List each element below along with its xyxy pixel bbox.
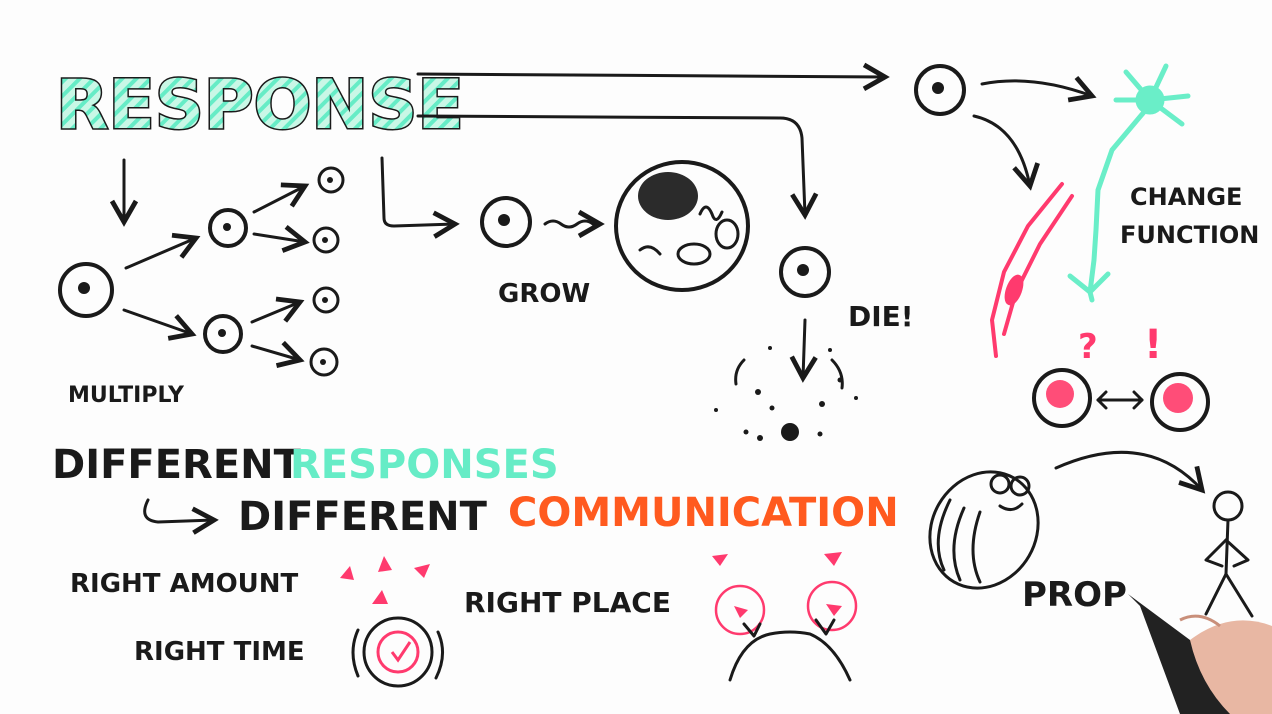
label-change: CHANGE: [1130, 183, 1242, 211]
label-multiply: MULTIPLY: [68, 383, 185, 408]
title-response: RESPONSE: [56, 66, 464, 145]
label-right-place: RIGHT PLACE: [464, 586, 671, 619]
change-function-diagram: [914, 63, 1191, 358]
label-right-amount: RIGHT AMOUNT: [70, 569, 299, 599]
arrow-to-change-function: [416, 62, 890, 91]
cell-daughter-1: [208, 208, 248, 248]
svg-text:?: ?: [1078, 327, 1098, 367]
die-diagram: [714, 246, 858, 441]
drawing-hand: [1128, 594, 1272, 714]
muscle-fiber-sketch: [989, 182, 1074, 358]
cell-comparison: ? !: [1032, 322, 1210, 432]
arrow-to-grow: [380, 156, 460, 239]
summary-line1-prefix: DIFFERENT: [52, 442, 302, 488]
label-die: DIE!: [848, 300, 914, 333]
stick-figure: [1204, 490, 1254, 618]
grown-cell: [614, 160, 750, 292]
summary-line2-prefix: DIFFERENT: [238, 494, 488, 540]
pupa-to-person: [928, 450, 1254, 618]
right-amount-triangles: [340, 556, 430, 604]
grow-diagram: [480, 160, 750, 292]
cell-parent: [58, 262, 114, 318]
label-right-time: RIGHT TIME: [134, 637, 305, 667]
label-grow: GROW: [498, 279, 590, 309]
neuron-sketch: [1067, 63, 1191, 303]
right-place-sketch: [712, 552, 858, 682]
summary-line2-highlight: COMMUNICATION: [508, 490, 899, 536]
arrow-to-die: [416, 114, 819, 220]
cell-daughter-2: [203, 314, 243, 354]
clock-sketch: [351, 616, 444, 688]
multiply-diagram: [58, 166, 345, 377]
svg-text:!: !: [1144, 322, 1162, 368]
label-prop: PROP: [1022, 575, 1127, 615]
label-function: FUNCTION: [1120, 221, 1259, 249]
summary-arrow: [143, 498, 219, 535]
summary-line1-highlight: RESPONSES: [290, 442, 559, 488]
